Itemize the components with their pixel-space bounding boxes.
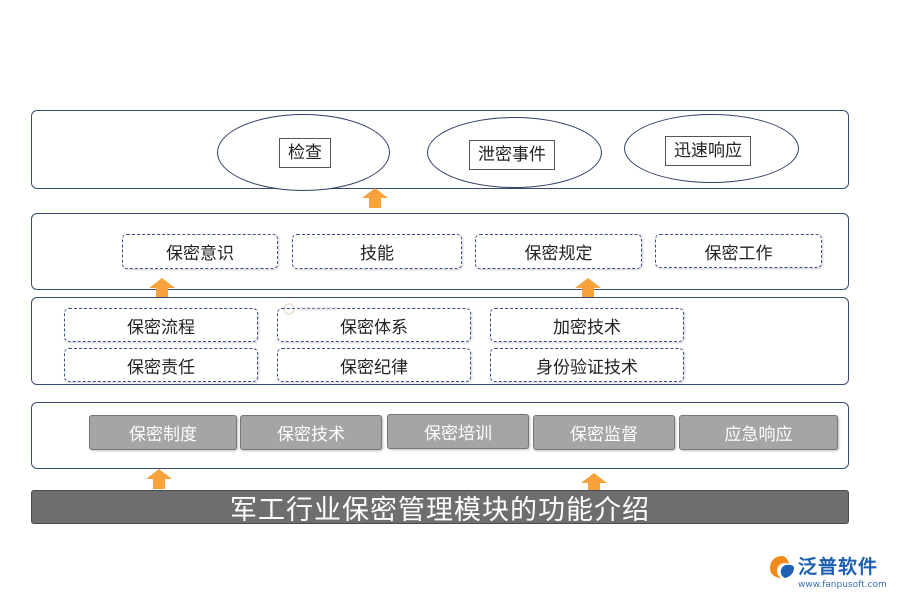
- box-security-regulation: 保密制度: [89, 415, 237, 450]
- up-arrow-icon: [362, 188, 388, 208]
- box-security-work: 保密工作: [655, 234, 822, 268]
- diagram-title: 军工行业保密管理模块的功能介绍: [31, 490, 849, 526]
- label-rapid-response: 迅速响应: [665, 136, 751, 166]
- label-inspection: 检查: [279, 138, 331, 168]
- watermark-logo-icon: [283, 303, 337, 315]
- box-security-training: 保密培训: [387, 414, 529, 449]
- up-arrow-icon: [149, 278, 175, 298]
- brand-name: 泛普软件: [798, 556, 879, 578]
- box-security-technology: 保密技术: [240, 415, 382, 450]
- box-identity-verification: 身份验证技术: [490, 348, 684, 382]
- label-leak-incident: 泄密事件: [469, 140, 555, 170]
- brand-logo: 泛普软件 www.fanpusoft.com: [768, 552, 893, 598]
- up-arrow-icon: [581, 473, 607, 493]
- up-arrow-icon: [146, 469, 172, 489]
- up-arrow-icon: [575, 278, 601, 298]
- brand-url: www.fanpusoft.com: [798, 580, 887, 590]
- box-security-supervision: 保密监督: [533, 415, 675, 450]
- box-skills: 技能: [292, 234, 462, 269]
- box-security-discipline: 保密纪律: [277, 348, 471, 382]
- box-security-process: 保密流程: [64, 308, 258, 342]
- box-emergency-response: 应急响应: [679, 415, 838, 450]
- box-security-rules: 保密规定: [475, 234, 642, 269]
- box-security-system: 保密体系: [277, 308, 471, 342]
- box-encryption-tech: 加密技术: [490, 308, 684, 342]
- box-security-awareness: 保密意识: [122, 234, 278, 269]
- box-security-responsibility: 保密责任: [64, 348, 258, 382]
- fanpu-logo-icon: [770, 556, 794, 578]
